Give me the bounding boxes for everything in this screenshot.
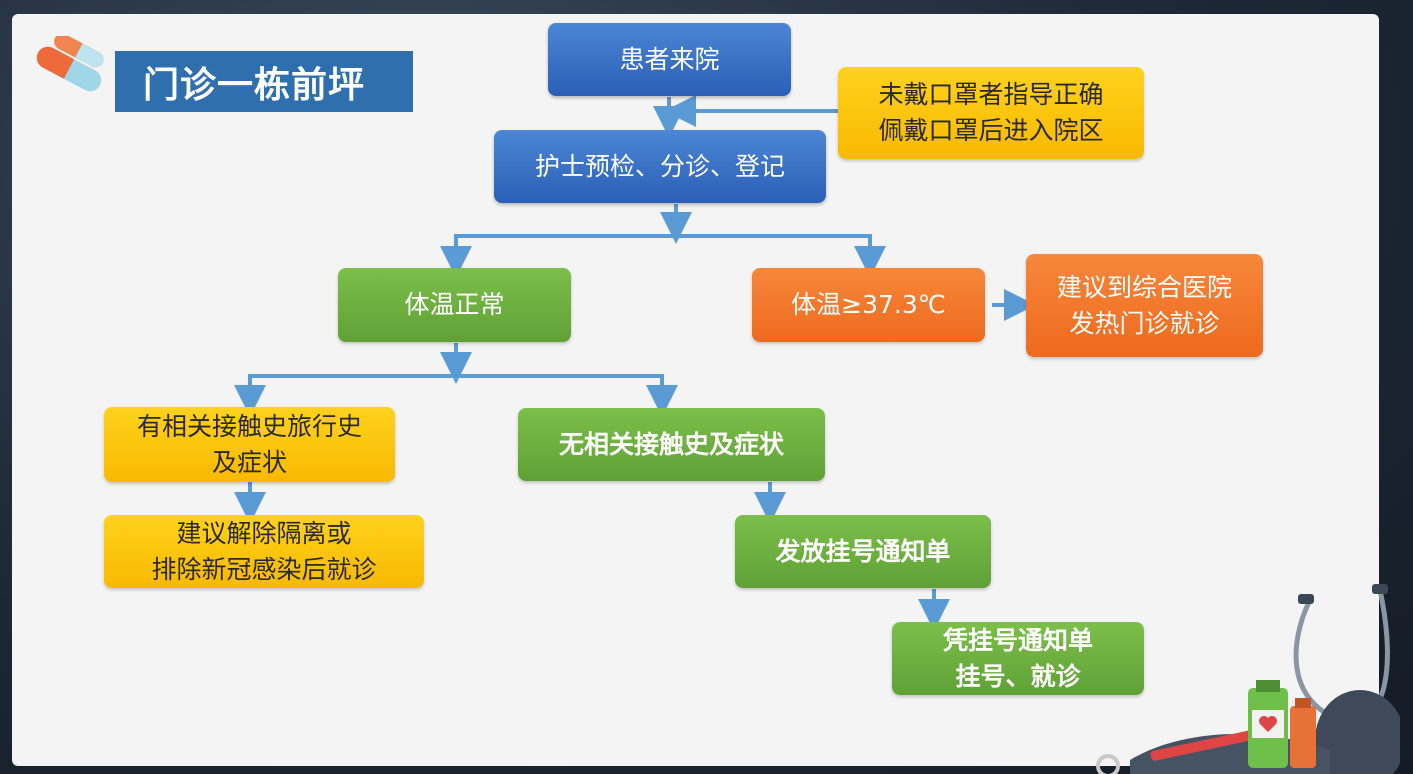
node-temp-high: 体温≥37.3℃: [752, 268, 985, 342]
node-mask-guidance: 未戴口罩者指导正确 佩戴口罩后进入院区: [838, 67, 1144, 159]
node-quarantine-advice: 建议解除隔离或 排除新冠感染后就诊: [104, 515, 424, 588]
node-fever-clinic: 建议到综合医院 发热门诊就诊: [1026, 254, 1263, 357]
node-no-contact: 无相关接触史及症状: [518, 408, 825, 481]
stethoscope-medicine-icon: [1096, 584, 1400, 774]
node-patient-arrival: 患者来院: [548, 23, 791, 96]
node-temp-normal: 体温正常: [338, 268, 571, 342]
node-issue-notice: 发放挂号通知单: [735, 515, 991, 588]
node-register-visit: 凭挂号通知单 挂号、就诊: [892, 622, 1144, 695]
page-title: 门诊一栋前坪: [115, 51, 413, 112]
capsule-pill-icon: [36, 36, 104, 92]
node-has-contact: 有相关接触史旅行史 及症状: [104, 407, 395, 482]
node-nurse-precheck: 护士预检、分诊、登记: [494, 130, 826, 203]
